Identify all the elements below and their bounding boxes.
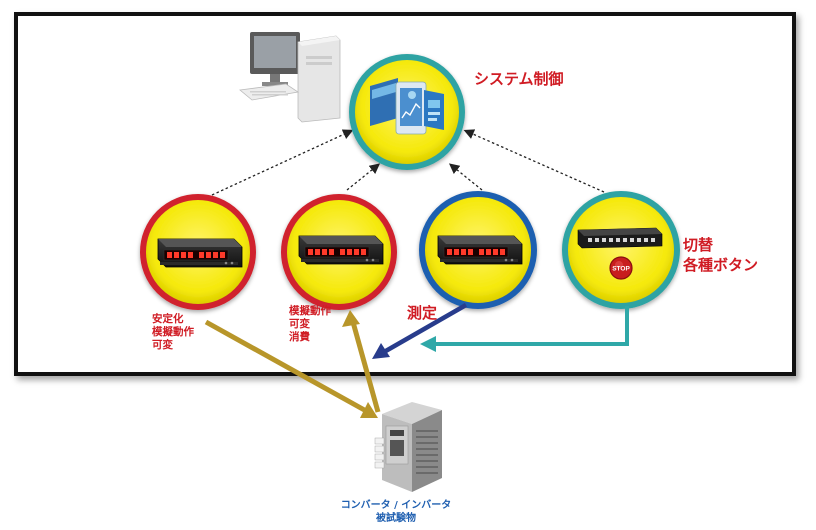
system-control-label: システム制御 bbox=[474, 70, 564, 88]
power-meter-icon bbox=[298, 235, 384, 265]
stable-load-label-1: 安定化 bbox=[152, 313, 184, 325]
desktop-computer-icon bbox=[239, 32, 341, 123]
switch-buttons-node bbox=[562, 191, 680, 309]
switch-label-line2: 各種ボタン bbox=[683, 256, 759, 274]
converter-module-icon bbox=[374, 402, 442, 492]
dut-label-line1: コンバータ / インバータ bbox=[340, 500, 452, 511]
link-measure-to-control bbox=[448, 163, 483, 191]
dut-label-line2: 被試験物 bbox=[376, 513, 416, 524]
switch-label-line1: 切替 bbox=[683, 236, 714, 254]
switch-to-center-arrow bbox=[420, 306, 629, 352]
measure-label: 測定 bbox=[407, 304, 438, 322]
dashboard-screen-icon bbox=[370, 78, 444, 135]
link-stable-to-control bbox=[211, 129, 354, 196]
link-sim-to-control bbox=[346, 163, 381, 191]
sim-load-label-3: 消費 bbox=[289, 331, 310, 343]
sim-load-label-2: 可変 bbox=[289, 318, 310, 330]
power-meter-icon bbox=[157, 238, 243, 268]
stop-button-label: STOP bbox=[612, 266, 630, 273]
switch-panel-icon bbox=[577, 227, 663, 249]
stable-load-arrow bbox=[204, 319, 378, 418]
simulated-load-arrow bbox=[342, 310, 381, 413]
stop-button-icon bbox=[609, 256, 633, 280]
measurement-arrow bbox=[372, 303, 468, 359]
power-meter-icon bbox=[437, 235, 523, 265]
stable-load-label-3: 可変 bbox=[152, 339, 173, 351]
sim-load-label-1: 模擬動作 bbox=[289, 305, 331, 317]
stable-load-label-2: 模擬動作 bbox=[152, 326, 194, 338]
link-switch-to-control bbox=[463, 129, 605, 193]
